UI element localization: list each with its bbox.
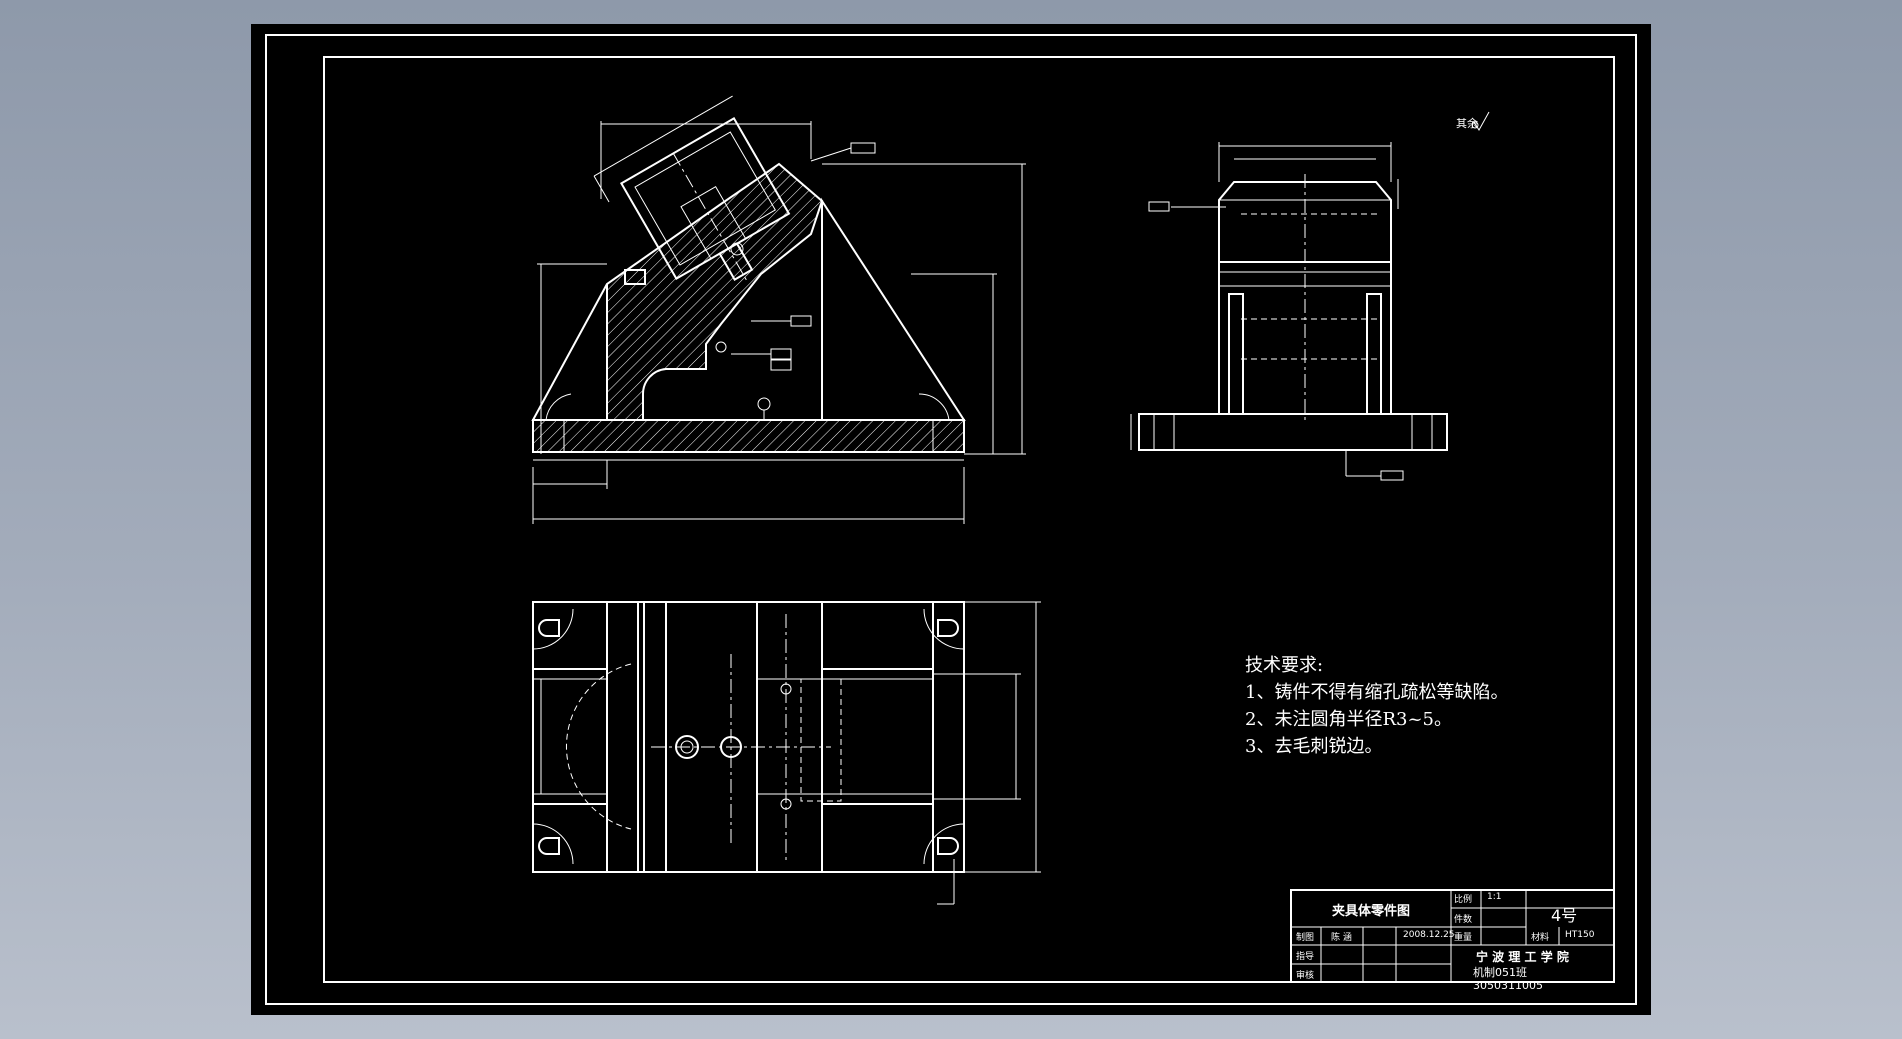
- roughness-symbol: [1473, 111, 1490, 131]
- tech-requirements-title: 技术要求:: [1245, 655, 1324, 676]
- tech-requirement-item: 3、去毛刺锐边。: [1245, 736, 1383, 757]
- title-block: [1290, 889, 1615, 983]
- drawing-sheet[interactable]: 其余 技术要求: 1、铸件不得有缩孔疏松等缺陷。 2、未注圆角半径R3~5。 3…: [251, 24, 1651, 1015]
- surface-note: 其余: [1456, 117, 1478, 130]
- drawing-date: 2008.12.25: [1403, 930, 1455, 940]
- front-view: [531, 95, 1026, 524]
- qty-label: 件数: [1454, 915, 1473, 925]
- tech-requirements: 技术要求: 1、铸件不得有缩孔疏松等缺陷。 2、未注圆角半径R3~5。 3、去毛…: [1245, 652, 1508, 760]
- design-label: 指导: [1296, 952, 1315, 962]
- student-id: 3050311005: [1473, 979, 1543, 992]
- drawn-label: 制图: [1296, 933, 1315, 943]
- tech-requirement-item: 2、未注圆角半径R3~5。: [1245, 709, 1452, 730]
- tech-requirement-item: 1、铸件不得有缩孔疏松等缺陷。: [1245, 682, 1509, 703]
- drawing-canvas: [265, 34, 1637, 1005]
- scale-label: 比例: [1454, 895, 1473, 905]
- check-label: 审核: [1296, 971, 1315, 981]
- drawn-by: 陈 涵: [1331, 933, 1352, 943]
- drawing-number: 4号: [1551, 906, 1578, 925]
- weight-label: 重量: [1454, 933, 1473, 943]
- material-value: HT150: [1565, 930, 1595, 940]
- scale-value: 1:1: [1487, 892, 1502, 902]
- part-name: 夹具体零件图: [1331, 904, 1410, 919]
- school-name: 宁 波 理 工 学 院: [1476, 950, 1569, 964]
- class-name: 机制051班: [1473, 966, 1527, 979]
- outer-border: [265, 34, 1637, 1005]
- side-view: [1130, 142, 1448, 481]
- material-label: 材料: [1531, 933, 1550, 943]
- inner-border: [323, 56, 1615, 983]
- top-view: [532, 601, 1041, 905]
